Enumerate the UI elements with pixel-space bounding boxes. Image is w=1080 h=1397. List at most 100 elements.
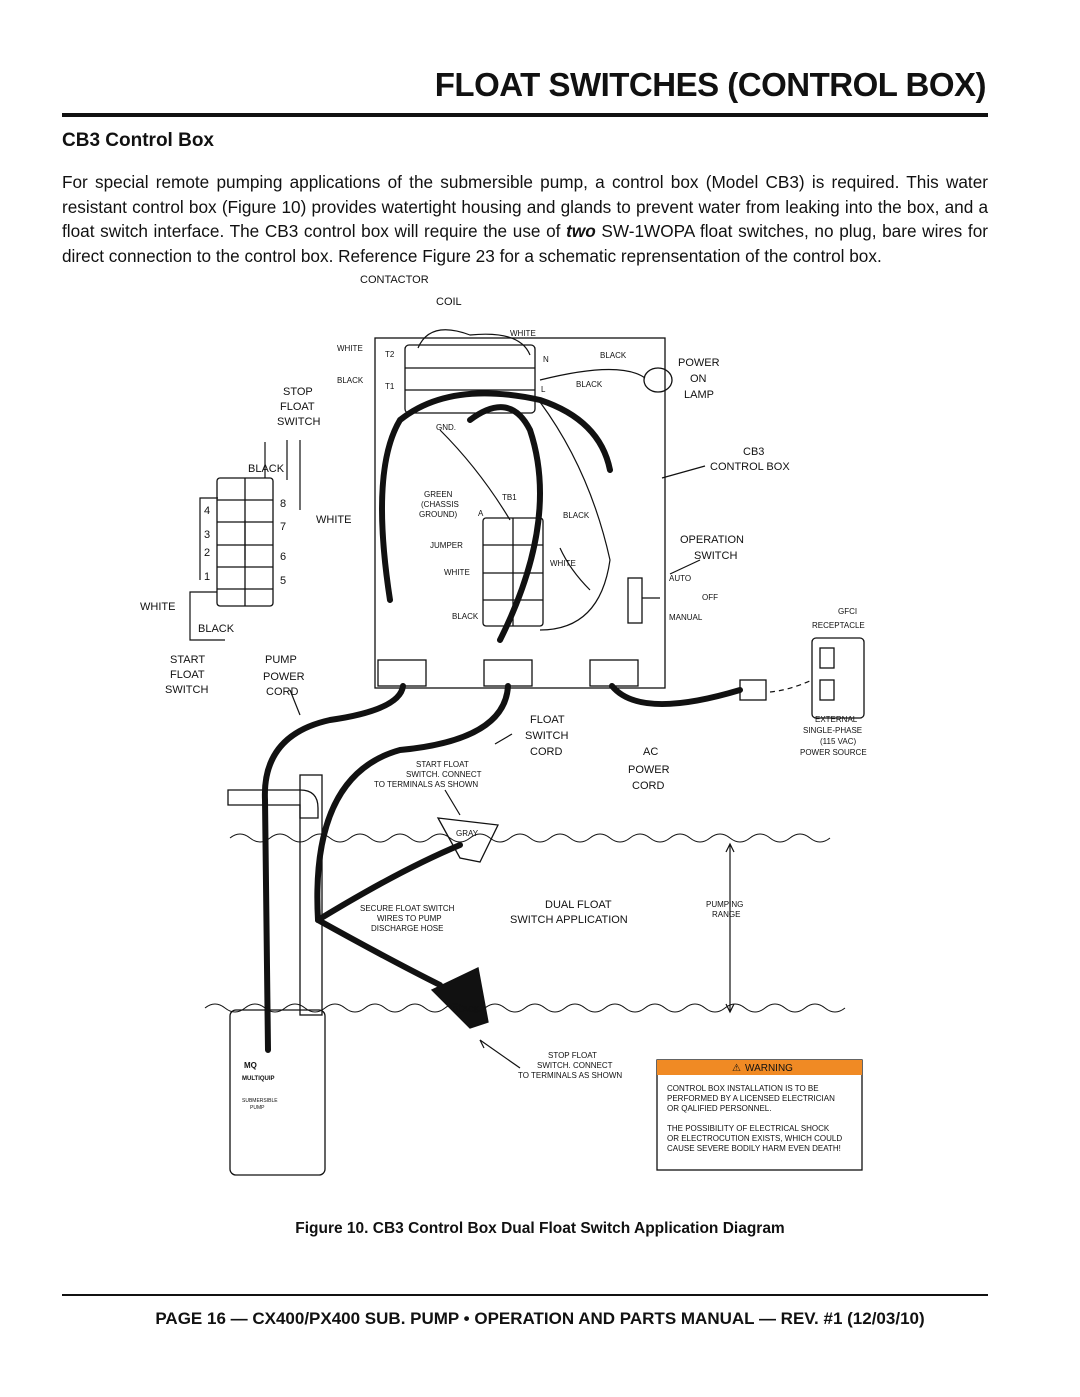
label-lamp-2: ON <box>690 373 707 385</box>
label-black-left: BLACK <box>198 623 235 635</box>
label-white-tb1-left: WHITE <box>444 568 470 577</box>
label-white-coil: WHITE <box>510 329 536 338</box>
label-black-l: BLACK <box>576 380 603 389</box>
footer-rule <box>62 1294 988 1296</box>
label-terminal-5: 5 <box>280 575 286 587</box>
label-pumping: PUMPING <box>706 900 743 909</box>
label-secure-1: SECURE FLOAT SWITCH <box>360 904 455 913</box>
pump-brand-mq: MQ <box>244 1061 257 1070</box>
gland-right <box>589 659 639 687</box>
label-stop-connect-3: TO TERMINALS AS SHOWN <box>518 1071 622 1080</box>
warning-line-2: PERFORMED BY A LICENSED ELECTRICIAN <box>667 1094 835 1103</box>
label-stop-3: SWITCH <box>277 416 320 428</box>
start-float <box>436 817 499 863</box>
label-gfci: GFCI <box>838 607 857 616</box>
pump-body <box>229 1009 326 1176</box>
label-start-connect-1: START FLOAT <box>416 760 469 769</box>
label-start-connect-2: SWITCH. CONNECT <box>406 770 482 779</box>
water-lower <box>204 1003 846 1013</box>
label-external-2: SINGLE-PHASE <box>803 726 862 735</box>
wiring-diagram: CONTACTOR COIL STOP FLOAT SWITCH BLACK W… <box>140 274 867 1176</box>
label-terminal-3: 3 <box>204 529 210 541</box>
label-range: RANGE <box>712 910 740 919</box>
label-pump-1: PUMP <box>265 654 297 666</box>
intro-text-2: SW-1WOPA float switches, no plug, bare w… <box>62 221 988 266</box>
label-external-1: EXTERNAL <box>815 715 858 724</box>
warning-icon: ⚠ <box>732 1063 741 1074</box>
title-rule <box>62 113 988 117</box>
warning-box <box>656 1059 863 1171</box>
label-stop-2: FLOAT <box>280 401 315 413</box>
label-green-2: (CHASSIS <box>421 500 459 509</box>
label-ac-2: POWER <box>628 764 670 776</box>
label-off: OFF <box>702 593 718 602</box>
label-tb1: TB1 <box>502 493 517 502</box>
label-black-n: BLACK <box>600 351 627 360</box>
label-start-connect-3: TO TERMINALS AS SHOWN <box>374 780 478 789</box>
label-stop-connect-2: SWITCH. CONNECT <box>537 1061 613 1070</box>
label-operation-switch: SWITCH <box>694 550 737 562</box>
label-white-tb1: WHITE <box>550 559 576 568</box>
label-b: B <box>536 509 541 518</box>
label-pump-2: POWER <box>263 671 305 683</box>
label-external-4: POWER SOURCE <box>800 748 867 757</box>
page-footer: PAGE 16 — CX400/PX400 SUB. PUMP • OPERAT… <box>155 1309 925 1328</box>
label-contactor: CONTACTOR <box>360 274 429 286</box>
label-terminal-1: 1 <box>204 571 210 583</box>
power-lamp <box>643 367 673 393</box>
intro-paragraph: For special remote pumping applications … <box>62 170 988 268</box>
warning-title: WARNING <box>745 1063 793 1074</box>
label-t1: T1 <box>385 382 395 391</box>
warning-line-6: CAUSE SEVERE BODILY HARM EVEN DEATH! <box>667 1144 841 1153</box>
label-pump-3: CORD <box>266 686 298 698</box>
label-a: A <box>478 509 484 518</box>
label-manual: MANUAL <box>669 613 703 622</box>
label-n: N <box>543 355 549 364</box>
label-receptacle: RECEPTACLE <box>812 621 865 630</box>
warning-line-5: OR ELECTROCUTION EXISTS, WHICH COULD <box>667 1134 842 1143</box>
label-cb3: CB3 <box>743 446 764 458</box>
pump-brand-pump: PUMP <box>250 1105 265 1111</box>
label-black-tb1: BLACK <box>563 511 590 520</box>
label-terminal-2: 2 <box>204 547 210 559</box>
label-secure-3: DISCHARGE HOSE <box>371 924 443 933</box>
water-upper <box>229 833 831 843</box>
label-gray: GRAY <box>456 829 479 838</box>
label-green-3: GROUND) <box>419 510 458 519</box>
contactor <box>404 344 536 414</box>
label-black-tb1-left: BLACK <box>452 612 479 621</box>
label-stop-1: STOP <box>283 386 313 398</box>
label-t2: T2 <box>385 350 395 359</box>
label-auto: AUTO <box>669 574 691 583</box>
gland-middle <box>483 659 533 687</box>
label-operation: OPERATION <box>680 534 744 546</box>
label-terminal-4: 4 <box>204 505 210 517</box>
label-black-t1: BLACK <box>337 376 364 385</box>
label-coil: COIL <box>436 296 462 308</box>
label-control-box: CONTROL BOX <box>710 461 790 473</box>
label-float-cord-3: CORD <box>530 746 562 758</box>
label-dual-float-1: DUAL FLOAT <box>545 899 612 911</box>
label-lamp-1: POWER <box>678 357 720 369</box>
intro-text-1: For special remote pumping applications … <box>62 172 988 241</box>
label-start-2: FLOAT <box>170 669 205 681</box>
label-terminal-8: 8 <box>280 498 286 510</box>
warning-line-1: CONTROL BOX INSTALLATION IS TO BE <box>667 1084 819 1093</box>
label-green-1: GREEN <box>424 490 453 499</box>
label-float-cord-2: SWITCH <box>525 730 568 742</box>
label-dual-float-2: SWITCH APPLICATION <box>510 914 628 926</box>
page-title: FLOAT SWITCHES (CONTROL BOX) <box>434 66 987 103</box>
figure-caption: Figure 10. CB3 Control Box Dual Float Sw… <box>295 1220 785 1237</box>
pump-brand-name: MULTIQUIP <box>242 1076 275 1082</box>
label-secure-2: WIRES TO PUMP <box>377 914 442 923</box>
label-lamp-3: LAMP <box>684 389 714 401</box>
intro-emphasis: two <box>566 221 596 241</box>
label-terminal-6: 6 <box>280 551 286 563</box>
label-terminal-7: 7 <box>280 521 286 533</box>
control-box-enclosure <box>374 337 666 689</box>
gfci-receptacle <box>811 637 865 719</box>
label-gnd: GND. <box>436 423 456 432</box>
label-stop-connect-1: STOP FLOAT <box>548 1051 597 1060</box>
gland-left <box>377 659 427 687</box>
label-ac-3: CORD <box>632 780 664 792</box>
